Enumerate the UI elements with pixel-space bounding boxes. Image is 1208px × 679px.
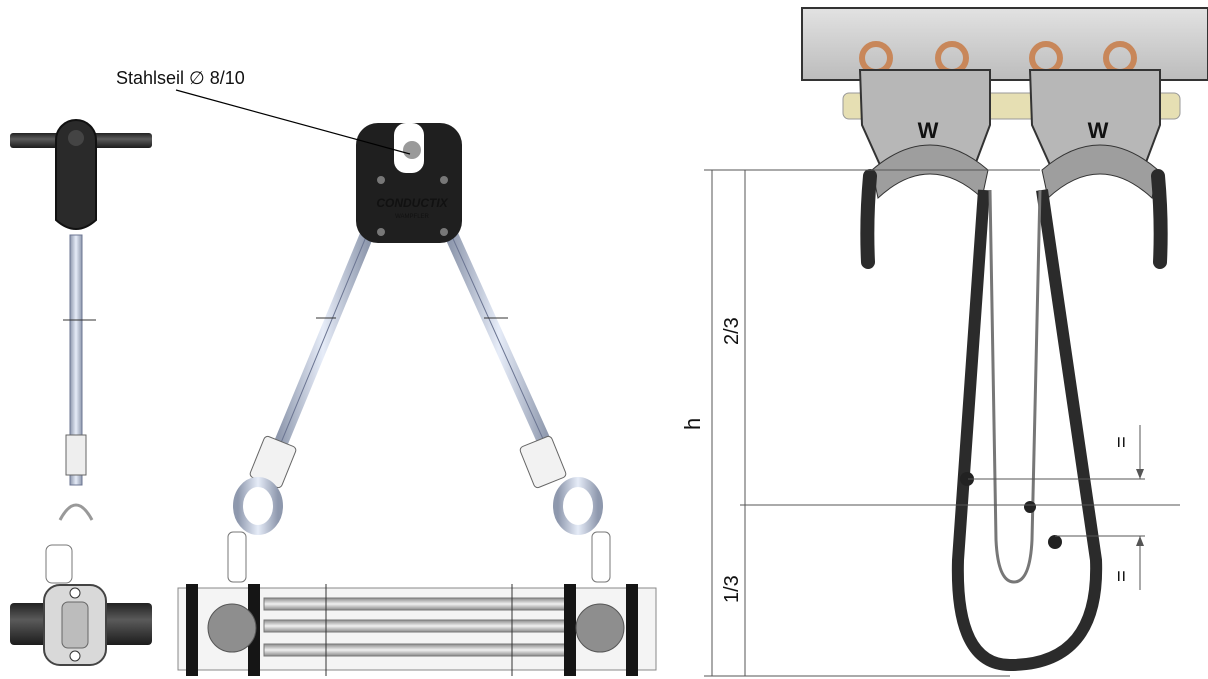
- side-view-assembly: [10, 119, 152, 666]
- conductor-frame: [177, 584, 657, 676]
- steel-rope-loop: [988, 189, 1042, 584]
- dimension-lines: [704, 169, 1180, 677]
- festoon-cable-loop: [951, 189, 1103, 672]
- trolley-right: W: [1028, 41, 1168, 269]
- rope-clip-2: [1024, 501, 1036, 513]
- ferrule-right: [519, 435, 567, 489]
- trolley-mark-right: W: [1088, 118, 1109, 143]
- thimble-loop-right: [553, 477, 603, 535]
- brand-logo-line1: CONDUCTIX: [376, 196, 448, 210]
- turnbuckle-left: [227, 531, 247, 583]
- dimension-h: h: [680, 418, 705, 430]
- rope-clip-3: [1048, 535, 1062, 549]
- callout-label: Stahlseil ∅ 8/10: [116, 68, 245, 88]
- callout-leader: [175, 89, 411, 155]
- conductor-end-left: [207, 603, 257, 653]
- equal-mark-top: =: [1111, 436, 1133, 448]
- dimension-one-third: 1/3: [721, 575, 743, 603]
- festoon-system-view: W W: [680, 7, 1208, 677]
- steel-rope-side: [69, 234, 83, 486]
- brand-logo-line2: WAMPFLER: [395, 214, 429, 220]
- front-view-assembly: CONDUCTIX WAMPFLER Stahlseil ∅ 8/10: [116, 68, 657, 676]
- cable-clamp-side: [55, 119, 97, 230]
- turnbuckle-right: [591, 531, 611, 583]
- turnbuckle-side: [45, 544, 73, 584]
- trolley-mark-left: W: [918, 118, 939, 143]
- equal-mark-bottom: =: [1111, 570, 1133, 582]
- thimble-loop-left: [233, 477, 283, 535]
- rope-clip-1: [960, 472, 974, 486]
- dimension-two-thirds: 2/3: [721, 317, 743, 345]
- top-cable-clamp: CONDUCTIX WAMPFLER: [356, 123, 462, 243]
- conductor-end-right: [575, 603, 625, 653]
- ferrule-side: [65, 434, 87, 476]
- trolley-left: W: [858, 41, 991, 269]
